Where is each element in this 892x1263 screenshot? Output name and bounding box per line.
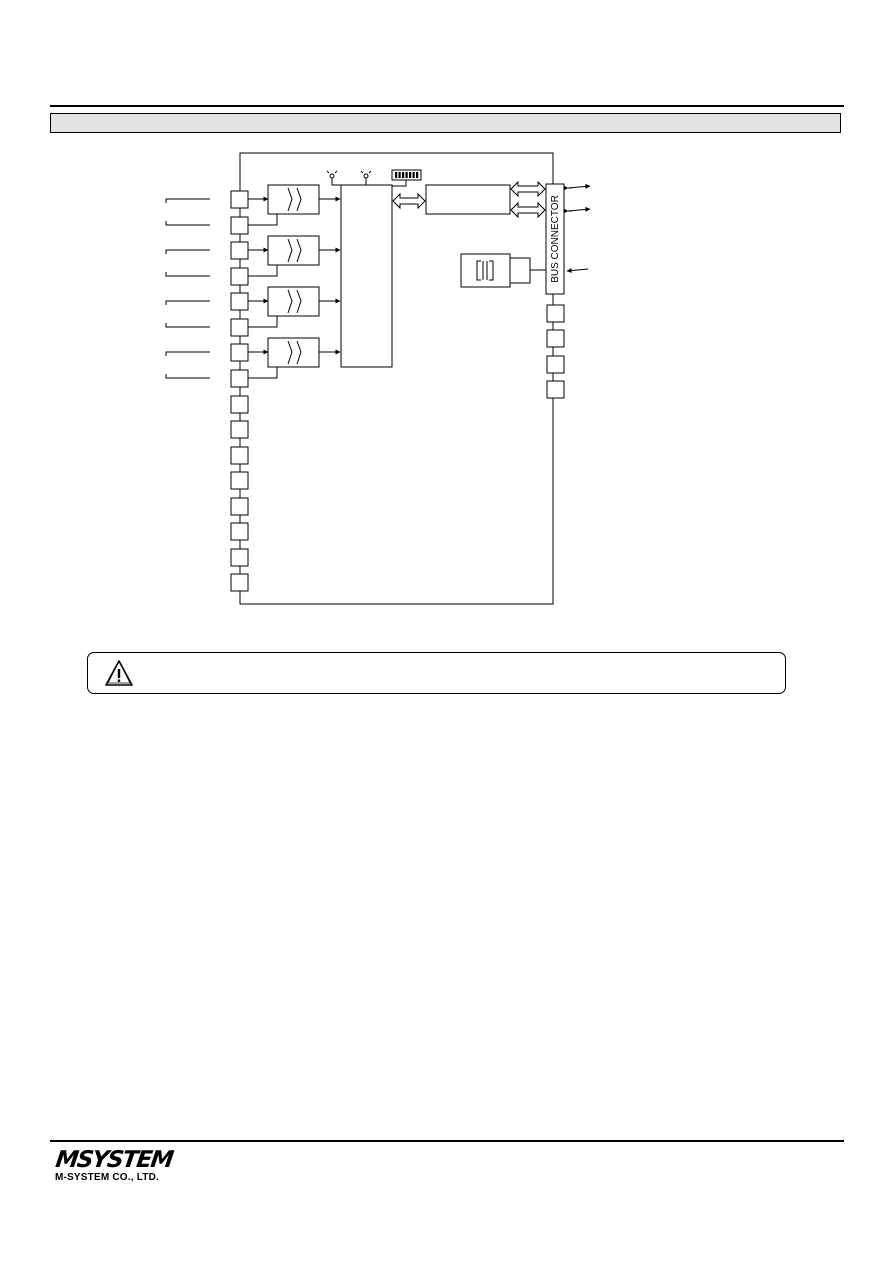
terminal bbox=[546, 380, 565, 399]
terminal bbox=[230, 522, 249, 541]
left-terminal-block bbox=[230, 190, 249, 592]
bottom-rule bbox=[50, 1140, 844, 1142]
terminal bbox=[230, 471, 249, 490]
terminal bbox=[230, 292, 249, 311]
communication-block bbox=[425, 184, 511, 215]
module-outline bbox=[239, 152, 554, 605]
right-terminal-block bbox=[546, 304, 565, 399]
warning-box bbox=[87, 652, 786, 694]
input-channel-2 bbox=[248, 235, 341, 277]
terminal bbox=[230, 548, 249, 567]
input-channel-4 bbox=[248, 337, 341, 379]
terminal bbox=[546, 329, 565, 348]
company-name: M-SYSTEM CO., LTD. bbox=[55, 1172, 159, 1183]
led-indicator-icon bbox=[326, 170, 341, 186]
bidirectional-arrow-icon bbox=[510, 201, 546, 219]
terminal bbox=[546, 355, 565, 374]
external-bus-wiring bbox=[563, 183, 591, 274]
external-input-wiring bbox=[165, 198, 210, 379]
bus-connector-block bbox=[545, 183, 565, 295]
terminal bbox=[230, 216, 249, 235]
terminal bbox=[546, 304, 565, 323]
bidirectional-arrow-icon bbox=[510, 180, 546, 198]
power-supply-block bbox=[460, 253, 511, 288]
input-channel-3 bbox=[248, 286, 341, 328]
terminal bbox=[230, 267, 249, 286]
terminal bbox=[230, 395, 249, 414]
terminal bbox=[230, 241, 249, 260]
bidirectional-arrow-icon bbox=[392, 192, 426, 210]
block-diagram: BUS CONNECTOR bbox=[165, 152, 591, 605]
terminal bbox=[230, 369, 249, 388]
terminal bbox=[230, 573, 249, 592]
section-header-bar bbox=[50, 113, 841, 133]
led-indicator-icon bbox=[360, 170, 372, 185]
terminal bbox=[230, 420, 249, 439]
terminal bbox=[230, 318, 249, 337]
terminal bbox=[230, 343, 249, 362]
company-logo: MSYSTEM M-SYSTEM CO., LTD. bbox=[54, 1147, 174, 1183]
transformer-icon bbox=[476, 260, 494, 281]
top-rule bbox=[50, 105, 844, 107]
terminal bbox=[230, 446, 249, 465]
logo-wordmark: MSYSTEM bbox=[53, 1147, 174, 1173]
dip-switch-icon bbox=[391, 169, 422, 187]
input-channel-1 bbox=[248, 184, 341, 226]
terminal bbox=[230, 190, 249, 209]
processor-block bbox=[340, 184, 393, 368]
warning-triangle-icon bbox=[105, 660, 133, 686]
terminal bbox=[230, 497, 249, 516]
bus-connector-label: BUS CONNECTOR bbox=[550, 195, 561, 283]
